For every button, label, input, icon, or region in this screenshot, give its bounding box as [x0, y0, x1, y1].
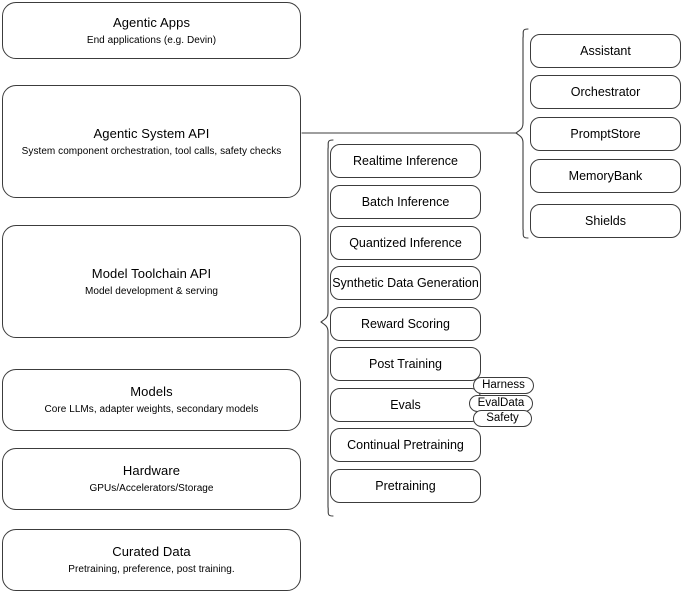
- evals-badge-label: EvalData: [477, 397, 525, 409]
- toolchain-item-evals[interactable]: Evals: [330, 388, 481, 422]
- system-item-assistant[interactable]: Assistant: [530, 34, 681, 68]
- system-item-label: PromptStore: [570, 126, 641, 141]
- evals-badge-label: Safety: [486, 412, 519, 424]
- toolchain-item-continual-pretraining[interactable]: Continual Pretraining: [330, 428, 481, 462]
- layer-title: Hardware: [122, 463, 181, 478]
- system-item-label: Orchestrator: [570, 84, 641, 99]
- layer-subtitle: System component orchestration, tool cal…: [21, 145, 282, 157]
- system-item-label: Assistant: [580, 43, 631, 58]
- layer-subtitle: GPUs/Accelerators/Storage: [89, 483, 214, 494]
- evals-badge-harness[interactable]: Harness: [473, 377, 534, 394]
- evals-badge-label: Harness: [482, 379, 525, 391]
- toolchain-item-synthetic-data-generation[interactable]: Synthetic Data Generation: [330, 266, 481, 300]
- system-item-promptstore[interactable]: PromptStore: [530, 117, 681, 151]
- toolchain-item-label: Pretraining: [375, 478, 436, 493]
- system-item-orchestrator[interactable]: Orchestrator: [530, 75, 681, 109]
- toolchain-item-batch-inference[interactable]: Batch Inference: [330, 185, 481, 219]
- layer-agentic-system-api[interactable]: Agentic System API System component orch…: [2, 85, 301, 198]
- layer-agentic-apps[interactable]: Agentic Apps End applications (e.g. Devi…: [2, 2, 301, 59]
- toolchain-item-pretraining[interactable]: Pretraining: [330, 469, 481, 503]
- layer-subtitle: Core LLMs, adapter weights, secondary mo…: [44, 404, 259, 415]
- toolchain-item-quantized-inference[interactable]: Quantized Inference: [330, 226, 481, 260]
- layer-models[interactable]: Models Core LLMs, adapter weights, secon…: [2, 369, 301, 431]
- system-item-shields[interactable]: Shields: [530, 204, 681, 238]
- toolchain-item-label: Batch Inference: [361, 194, 450, 209]
- system-item-memorybank[interactable]: MemoryBank: [530, 159, 681, 193]
- evals-badge-safety[interactable]: Safety: [473, 410, 532, 427]
- system-item-label: Shields: [585, 213, 626, 228]
- toolchain-item-realtime-inference[interactable]: Realtime Inference: [330, 144, 481, 178]
- toolchain-item-label: Synthetic Data Generation: [332, 275, 479, 290]
- layer-curated-data[interactable]: Curated Data Pretraining, preference, po…: [2, 529, 301, 591]
- toolchain-item-label: Evals: [390, 397, 421, 412]
- toolchain-item-label: Post Training: [369, 356, 442, 371]
- toolchain-item-label: Reward Scoring: [361, 316, 450, 331]
- toolchain-item-label: Quantized Inference: [349, 235, 462, 250]
- layer-title: Model Toolchain API: [91, 265, 212, 281]
- layer-subtitle: Pretraining, preference, post training.: [68, 564, 235, 575]
- toolchain-item-reward-scoring[interactable]: Reward Scoring: [330, 307, 481, 341]
- toolchain-item-post-training[interactable]: Post Training: [330, 347, 481, 381]
- system-item-label: MemoryBank: [568, 168, 643, 183]
- layer-title: Agentic System API: [93, 125, 210, 141]
- layer-subtitle: End applications (e.g. Devin): [86, 34, 217, 46]
- toolchain-item-label: Realtime Inference: [353, 153, 458, 168]
- layer-hardware[interactable]: Hardware GPUs/Accelerators/Storage: [2, 448, 301, 510]
- layer-title: Models: [130, 384, 173, 399]
- layer-title: Agentic Apps: [112, 14, 191, 30]
- toolchain-item-label: Continual Pretraining: [347, 437, 464, 452]
- layer-subtitle: Model development & serving: [84, 285, 219, 297]
- system-components-bracket: [515, 28, 529, 239]
- layer-model-toolchain-api[interactable]: Model Toolchain API Model development & …: [2, 225, 301, 338]
- layer-title: Curated Data: [112, 544, 191, 559]
